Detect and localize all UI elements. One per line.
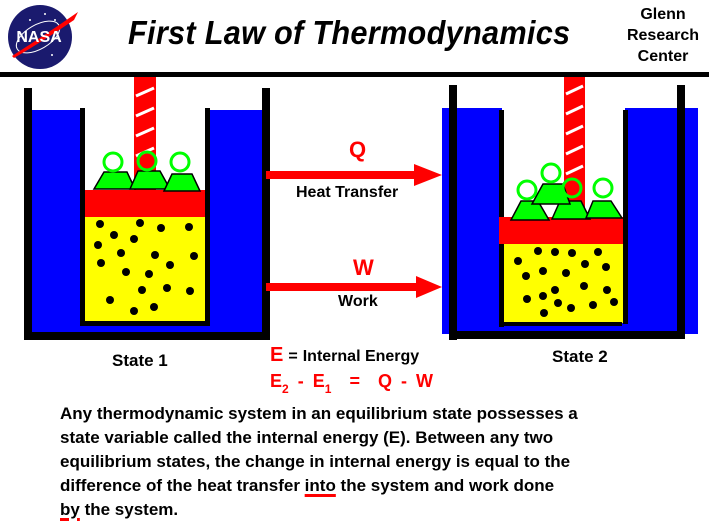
line-4-text: difference of the heat transfer xyxy=(60,476,305,495)
description-line-5: by the system. xyxy=(60,498,650,522)
work-symbol: W xyxy=(353,255,374,280)
e2-symbol: E xyxy=(270,371,283,391)
state2-apparatus xyxy=(442,77,698,340)
state1-weights xyxy=(92,170,202,192)
e1-symbol: E xyxy=(312,371,325,391)
state2-molecules xyxy=(514,247,618,317)
svg-text:NASA: NASA xyxy=(16,29,62,46)
heat-transfer-arrow xyxy=(266,164,442,186)
energy-symbol: E xyxy=(270,344,284,366)
work-label: Work xyxy=(338,293,378,310)
minus-sign: - xyxy=(401,371,408,391)
e1-subscript: 1 xyxy=(324,382,332,396)
w-symbol: W xyxy=(416,371,434,391)
state2-piston xyxy=(499,217,623,244)
header-divider xyxy=(0,72,709,77)
heat-transfer-label: Heat Transfer xyxy=(296,184,399,201)
organization-name: Glenn Research Center xyxy=(620,4,706,67)
emphasis-by: by xyxy=(60,500,80,519)
internal-energy-text: Internal Energy xyxy=(302,348,420,365)
description-line-2: state variable called the internal energ… xyxy=(60,428,554,447)
work-arrow xyxy=(266,276,442,298)
page-title: First Law of Thermodynamics xyxy=(128,14,571,51)
emphasis-into: into xyxy=(304,476,336,495)
description-paragraph: Any thermodynamic system in an equilibri… xyxy=(60,402,650,522)
org-line-3: Center xyxy=(637,48,689,65)
description-line-1: Any thermodynamic system in an equilibri… xyxy=(60,404,578,423)
first-law-equation: E2 - E1 = Q - W xyxy=(270,371,434,396)
q-symbol: Q xyxy=(377,371,392,391)
line-4-text-end: the system and work done xyxy=(335,476,555,495)
heat-symbol: Q xyxy=(349,137,367,162)
description-line-4: difference of the heat transfer into the… xyxy=(60,474,650,498)
line-5-text: the system. xyxy=(79,500,179,519)
internal-energy-definition: E = Internal Energy xyxy=(270,344,419,367)
state2-gas xyxy=(502,243,625,323)
state1-molecules xyxy=(94,219,198,315)
state2-label: State 2 xyxy=(552,347,608,366)
minus-sign: - xyxy=(297,371,304,391)
org-line-1: Glenn xyxy=(640,6,686,23)
org-line-2: Research xyxy=(626,27,700,44)
equals-sign: = xyxy=(288,348,298,365)
state1-apparatus xyxy=(24,77,270,340)
state1-piston xyxy=(85,190,205,217)
state1-label: State 1 xyxy=(112,351,168,370)
state1-gas xyxy=(84,216,206,322)
e2-subscript: 2 xyxy=(282,382,289,396)
equals-sign: = xyxy=(349,371,360,391)
description-line-3: equilibrium states, the change in intern… xyxy=(60,452,571,471)
nasa-logo-icon: NASA xyxy=(8,5,78,69)
